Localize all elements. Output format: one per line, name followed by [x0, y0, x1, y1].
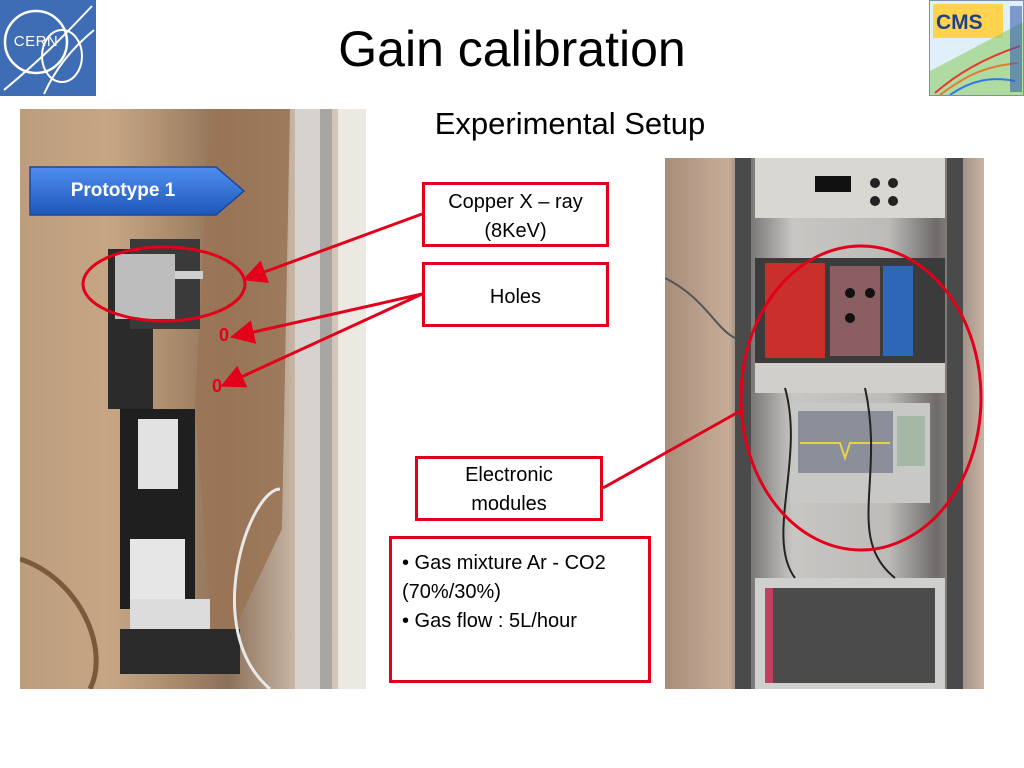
electronic-line1: Electronic [465, 464, 553, 486]
copper-xray-line2: (8KeV) [484, 220, 547, 242]
holes-callout: Holes [422, 262, 609, 327]
prototype-badge-label: Prototype 1 [70, 180, 176, 201]
slide-title: Gain calibration [338, 21, 686, 77]
gas-mixture-ratio: (70%/30%) [402, 581, 501, 603]
gas-info-callout: • Gas mixture Ar - CO2 (70%/30%) • Gas f… [389, 536, 651, 683]
cern-logo-text: CERN [13, 33, 59, 50]
prototype-badge: Prototype 1 [28, 165, 246, 217]
cern-logo: CERN [0, 0, 96, 96]
cms-logo: CMS [929, 0, 1024, 96]
electronics-rack-photo [665, 158, 963, 689]
gas-flow-bullet: • Gas flow : 5L/hour [402, 610, 577, 632]
cms-logo-icon [930, 4, 1023, 95]
slide-subtitle: Experimental Setup [434, 106, 706, 141]
electronics-rack-photo-frame [665, 158, 984, 689]
copper-xray-callout: Copper X – ray (8KeV) [422, 182, 609, 247]
cms-logo-text: CMS [936, 11, 983, 34]
electronic-line2: modules [471, 493, 547, 515]
electronic-modules-callout: Electronic modules [415, 456, 603, 521]
copper-xray-line1: Copper X – ray [448, 191, 583, 213]
arrow-badge-icon [29, 166, 246, 216]
holes-label: Holes [489, 286, 542, 308]
cern-logo-icon [3, 5, 95, 95]
gas-mixture-bullet: • Gas mixture Ar - CO2 [402, 552, 606, 574]
